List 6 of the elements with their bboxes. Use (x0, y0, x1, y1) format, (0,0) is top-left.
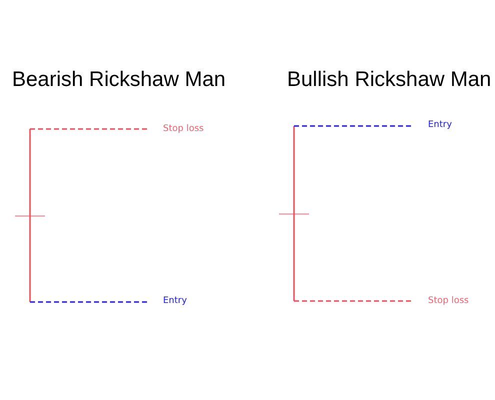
stop-loss-label: Stop loss (163, 124, 204, 134)
stop-loss-label: Stop loss (428, 296, 469, 306)
chart-title: Bearish Rickshaw Man (12, 68, 226, 92)
entry-label: Entry (163, 296, 187, 306)
entry-label: Entry (428, 120, 452, 130)
chart-title: Bullish Rickshaw Man (287, 68, 492, 92)
